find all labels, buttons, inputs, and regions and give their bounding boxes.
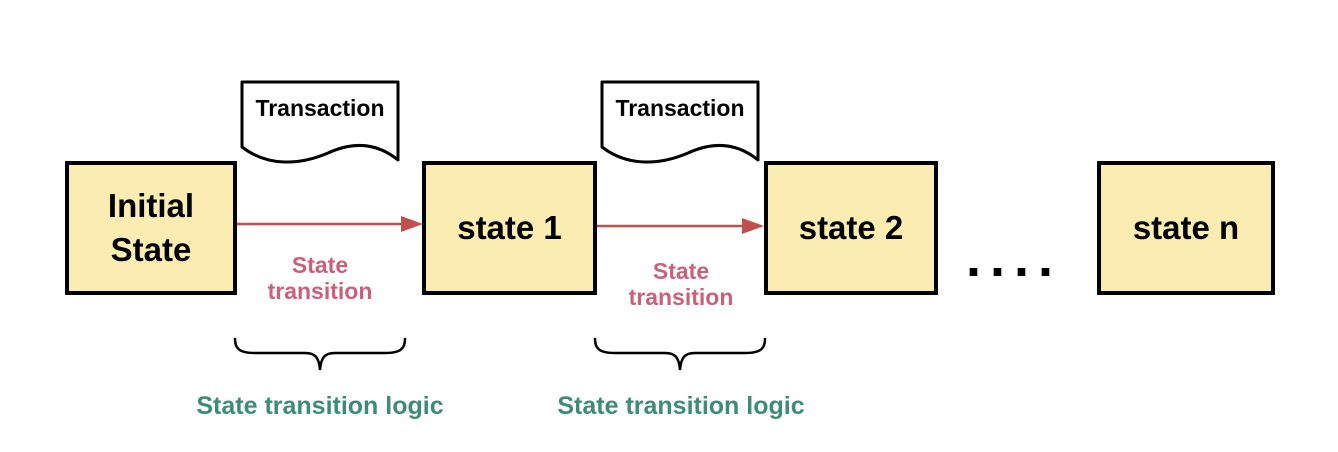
state-label: state 2 — [798, 209, 904, 247]
state-box-1: state 1 — [422, 161, 597, 295]
transaction-document-1: Transaction — [240, 80, 400, 166]
document-outline — [240, 80, 400, 164]
state-label: Initial State — [107, 187, 195, 268]
ellipsis-dots: .... — [966, 228, 1063, 288]
state-transition-logic-label-2: State transition logic — [557, 392, 805, 420]
document-shape-icon — [600, 80, 760, 164]
brace-path — [593, 337, 767, 371]
arrow-head — [401, 216, 423, 232]
state-box-2: state 2 — [764, 161, 938, 295]
state-box-initial: Initial State — [65, 161, 237, 295]
arrow-head — [742, 218, 764, 234]
document-label: Transaction — [615, 95, 745, 121]
arrow-right-icon — [237, 216, 423, 232]
underbrace-icon — [233, 337, 407, 371]
document-shape-icon — [240, 80, 400, 164]
state-transition-label-2: State transition — [628, 258, 734, 310]
state-box-n: state n — [1097, 161, 1275, 295]
underbrace-icon — [593, 337, 767, 371]
document-outline — [600, 80, 760, 164]
transaction-document-2: Transaction — [600, 80, 760, 166]
arrow-right-icon — [597, 218, 764, 234]
state-transition-label-1: State transition — [267, 252, 373, 304]
brace-path — [233, 337, 407, 371]
document-label: Transaction — [255, 95, 385, 121]
state-label: state 1 — [457, 209, 562, 247]
state-transition-logic-label-1: State transition logic — [196, 392, 444, 420]
state-label: state n — [1132, 209, 1240, 247]
